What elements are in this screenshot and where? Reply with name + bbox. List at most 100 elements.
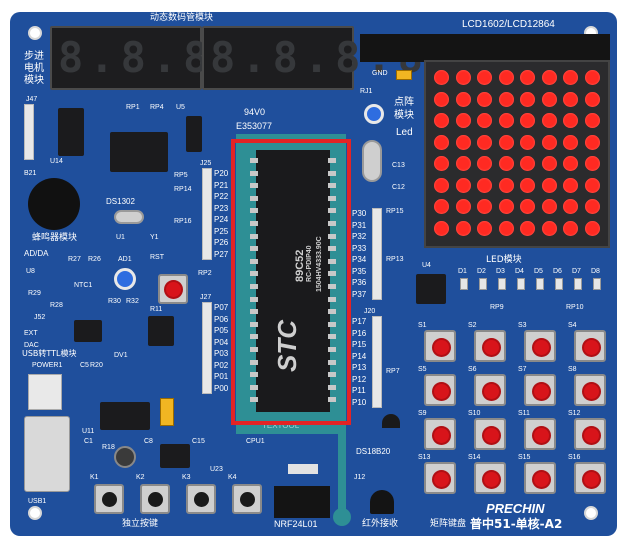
brand-cn-label: 普中51-单核-A2 bbox=[470, 517, 563, 531]
matrix-led bbox=[584, 156, 600, 171]
jumper[interactable] bbox=[396, 70, 412, 80]
matrix-led bbox=[498, 113, 514, 128]
chip-pin-left bbox=[250, 309, 258, 315]
buzzer-label: 蜂鸣器模块 bbox=[32, 233, 78, 243]
pin-label-p1_pins: P13 bbox=[352, 363, 367, 372]
led-id-label: D5 bbox=[534, 268, 543, 275]
small-header[interactable] bbox=[288, 464, 318, 474]
matrix-led bbox=[541, 177, 557, 193]
lcd-header[interactable] bbox=[360, 34, 610, 62]
chip-pin-right bbox=[328, 359, 336, 365]
matrix-key-10[interactable] bbox=[474, 418, 506, 450]
c8-label: C8 bbox=[144, 438, 153, 445]
ds18b20-sensor bbox=[382, 414, 400, 428]
driver-ic-u5 bbox=[110, 132, 168, 172]
pin-label-p1_pins: P16 bbox=[352, 328, 367, 338]
p3-header[interactable] bbox=[372, 208, 382, 300]
c12-label: C12 bbox=[392, 184, 405, 191]
reset-button[interactable] bbox=[158, 274, 188, 304]
chip-pin-left bbox=[250, 170, 258, 176]
matrix-key-16[interactable] bbox=[574, 462, 606, 494]
y1-label: Y1 bbox=[150, 234, 159, 241]
rp10-label: RP10 bbox=[566, 304, 584, 311]
pin-label-p2_pins: P25 bbox=[214, 226, 229, 236]
matrix-key-6[interactable] bbox=[474, 374, 506, 406]
independent-key-4[interactable] bbox=[232, 484, 262, 514]
stepper-label-2: 电机 bbox=[24, 63, 44, 74]
rp7-label: RP7 bbox=[386, 368, 400, 375]
pin-label-p3_pins: P34 bbox=[352, 255, 367, 264]
matrix-led bbox=[563, 113, 578, 128]
pin-label-p1_pins: P12 bbox=[352, 374, 367, 384]
usb-connector[interactable] bbox=[24, 416, 70, 492]
matrix-key-11[interactable] bbox=[524, 418, 556, 450]
matrix-key-14[interactable] bbox=[474, 462, 506, 494]
key-cap bbox=[484, 472, 499, 487]
key-label: S8 bbox=[568, 366, 577, 373]
main-crystal bbox=[362, 140, 382, 182]
led-id-label: D6 bbox=[553, 268, 562, 275]
matrix-led bbox=[434, 177, 449, 193]
matrix-led bbox=[520, 113, 535, 128]
ad-pot[interactable] bbox=[114, 268, 136, 290]
matrix-key-4[interactable] bbox=[574, 330, 606, 362]
independent-key-3[interactable] bbox=[186, 484, 216, 514]
matrix-pot[interactable] bbox=[364, 104, 384, 124]
led-id-label: D7 bbox=[572, 268, 581, 275]
gnd-label: GND bbox=[372, 70, 388, 77]
matrix-key-13[interactable] bbox=[424, 462, 456, 494]
pin-label-p3_pins: P32 bbox=[352, 232, 367, 241]
matrix-led bbox=[434, 156, 449, 171]
regulator-ic bbox=[160, 444, 190, 468]
pin-label-p1_pins: P17 bbox=[352, 317, 367, 326]
rp4-label: RP4 bbox=[150, 104, 164, 111]
u23-label: U23 bbox=[210, 466, 223, 473]
matrix-key-5[interactable] bbox=[424, 374, 456, 406]
p0-header[interactable] bbox=[202, 302, 212, 394]
matrix-led bbox=[541, 199, 557, 214]
independent-key-1[interactable] bbox=[94, 484, 124, 514]
stepper-driver-ic bbox=[58, 108, 84, 156]
key-cap bbox=[434, 384, 449, 399]
matrix-led bbox=[520, 156, 535, 171]
matrix-led bbox=[498, 91, 514, 107]
matrix-key-2[interactable] bbox=[474, 330, 506, 362]
matrix-key-7[interactable] bbox=[524, 374, 556, 406]
nrf-header[interactable] bbox=[274, 486, 330, 518]
key-label: S16 bbox=[568, 454, 581, 461]
p1-header[interactable] bbox=[372, 316, 382, 408]
matrix-key-3[interactable] bbox=[524, 330, 556, 362]
matrix-led bbox=[563, 199, 578, 214]
key-label: S13 bbox=[418, 454, 431, 461]
matrix-led bbox=[455, 199, 471, 214]
zif-lever[interactable] bbox=[338, 412, 346, 522]
matrix-led bbox=[498, 156, 514, 171]
chip-pin-right bbox=[328, 233, 336, 239]
matrix-key-8[interactable] bbox=[574, 374, 606, 406]
pin-label-p3_pins: P30 bbox=[352, 209, 367, 218]
pin-label-p2_pins: P23 bbox=[214, 203, 229, 213]
matrix-led bbox=[477, 177, 492, 193]
independent-key-2[interactable] bbox=[140, 484, 170, 514]
matrix-key-15[interactable] bbox=[524, 462, 556, 494]
u11-label: U11 bbox=[82, 428, 95, 435]
rp13-label: RP13 bbox=[386, 256, 404, 263]
lcd-label: LCD1602/LCD12864 bbox=[462, 19, 555, 30]
power-switch[interactable] bbox=[28, 374, 62, 410]
stepper-header[interactable] bbox=[24, 104, 34, 160]
r11-label: R11 bbox=[150, 306, 163, 313]
chip-pin-left bbox=[250, 334, 258, 340]
zif-lever-knob bbox=[333, 508, 351, 526]
rp5-label: RP5 bbox=[174, 172, 188, 179]
chip-pin-right bbox=[328, 183, 336, 189]
pin-label-p1_pins: P10 bbox=[352, 397, 367, 407]
matrix-key-9[interactable] bbox=[424, 418, 456, 450]
led-2 bbox=[479, 278, 487, 290]
matrix-key-12[interactable] bbox=[574, 418, 606, 450]
matrix-key-1[interactable] bbox=[424, 330, 456, 362]
usb-jumper[interactable] bbox=[160, 398, 174, 426]
p2-header[interactable] bbox=[202, 168, 212, 260]
matrix-led bbox=[455, 220, 471, 236]
matrix-led bbox=[434, 134, 449, 150]
key-label: S5 bbox=[418, 366, 427, 373]
